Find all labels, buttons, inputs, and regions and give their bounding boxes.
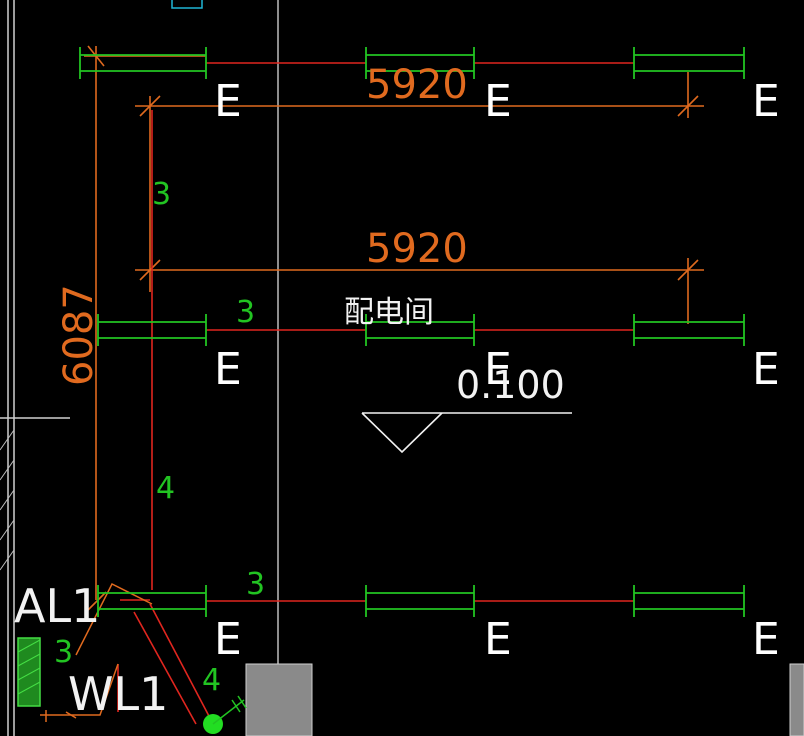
fixture-label-e: E [484, 344, 512, 395]
light-fixture[interactable] [633, 314, 745, 346]
circuit-number: 4 [202, 663, 221, 698]
light-fixture[interactable] [633, 585, 745, 617]
ground-symbol [203, 695, 247, 734]
panel-leaders [40, 582, 153, 722]
light-fixture[interactable] [79, 47, 207, 79]
left-wall-lines [0, 0, 70, 736]
cable-label: WL1 [68, 667, 168, 721]
circuit-number: 3 [152, 177, 171, 212]
circuit-number: 3 [246, 567, 265, 602]
fixture-label-e: E [214, 344, 242, 395]
light-fixture[interactable] [97, 585, 207, 617]
room-label: 配电间 [344, 295, 434, 330]
light-fixture[interactable] [365, 585, 475, 617]
light-fixture[interactable] [633, 47, 745, 79]
fixture-label-e: E [214, 614, 242, 665]
panel-label: AL1 [14, 579, 100, 633]
wall-hatch [0, 429, 15, 571]
light-fixture[interactable] [97, 314, 207, 346]
elevation-value: 0.100 [456, 363, 565, 407]
fixture-label-e: E [484, 76, 512, 127]
circuit-number: 3 [54, 635, 73, 670]
fixture-label-e: E [752, 76, 780, 127]
fixture-label-e: E [214, 76, 242, 127]
fixture-labels: E E E E E E E E E [214, 76, 780, 665]
wiring [117, 62, 634, 725]
dimension-middle: 5920 [366, 226, 468, 272]
circuit-number: 4 [156, 471, 175, 506]
light-fixture[interactable] [365, 47, 475, 79]
light-fixtures [79, 47, 745, 617]
light-fixture[interactable] [365, 314, 475, 346]
fixture-label-e: E [484, 614, 512, 665]
fixture-label-e: E [752, 344, 780, 395]
structural-columns [245, 663, 804, 736]
dimension-left: 6087 [56, 284, 102, 386]
dimension-lines [84, 45, 704, 613]
elevation-marker [361, 412, 572, 454]
fixture-label-e: E [752, 614, 780, 665]
dimension-top: 5920 [366, 62, 468, 108]
circuit-number: 3 [236, 295, 255, 330]
cyan-marker [171, 0, 203, 9]
distribution-panel[interactable] [17, 637, 41, 707]
